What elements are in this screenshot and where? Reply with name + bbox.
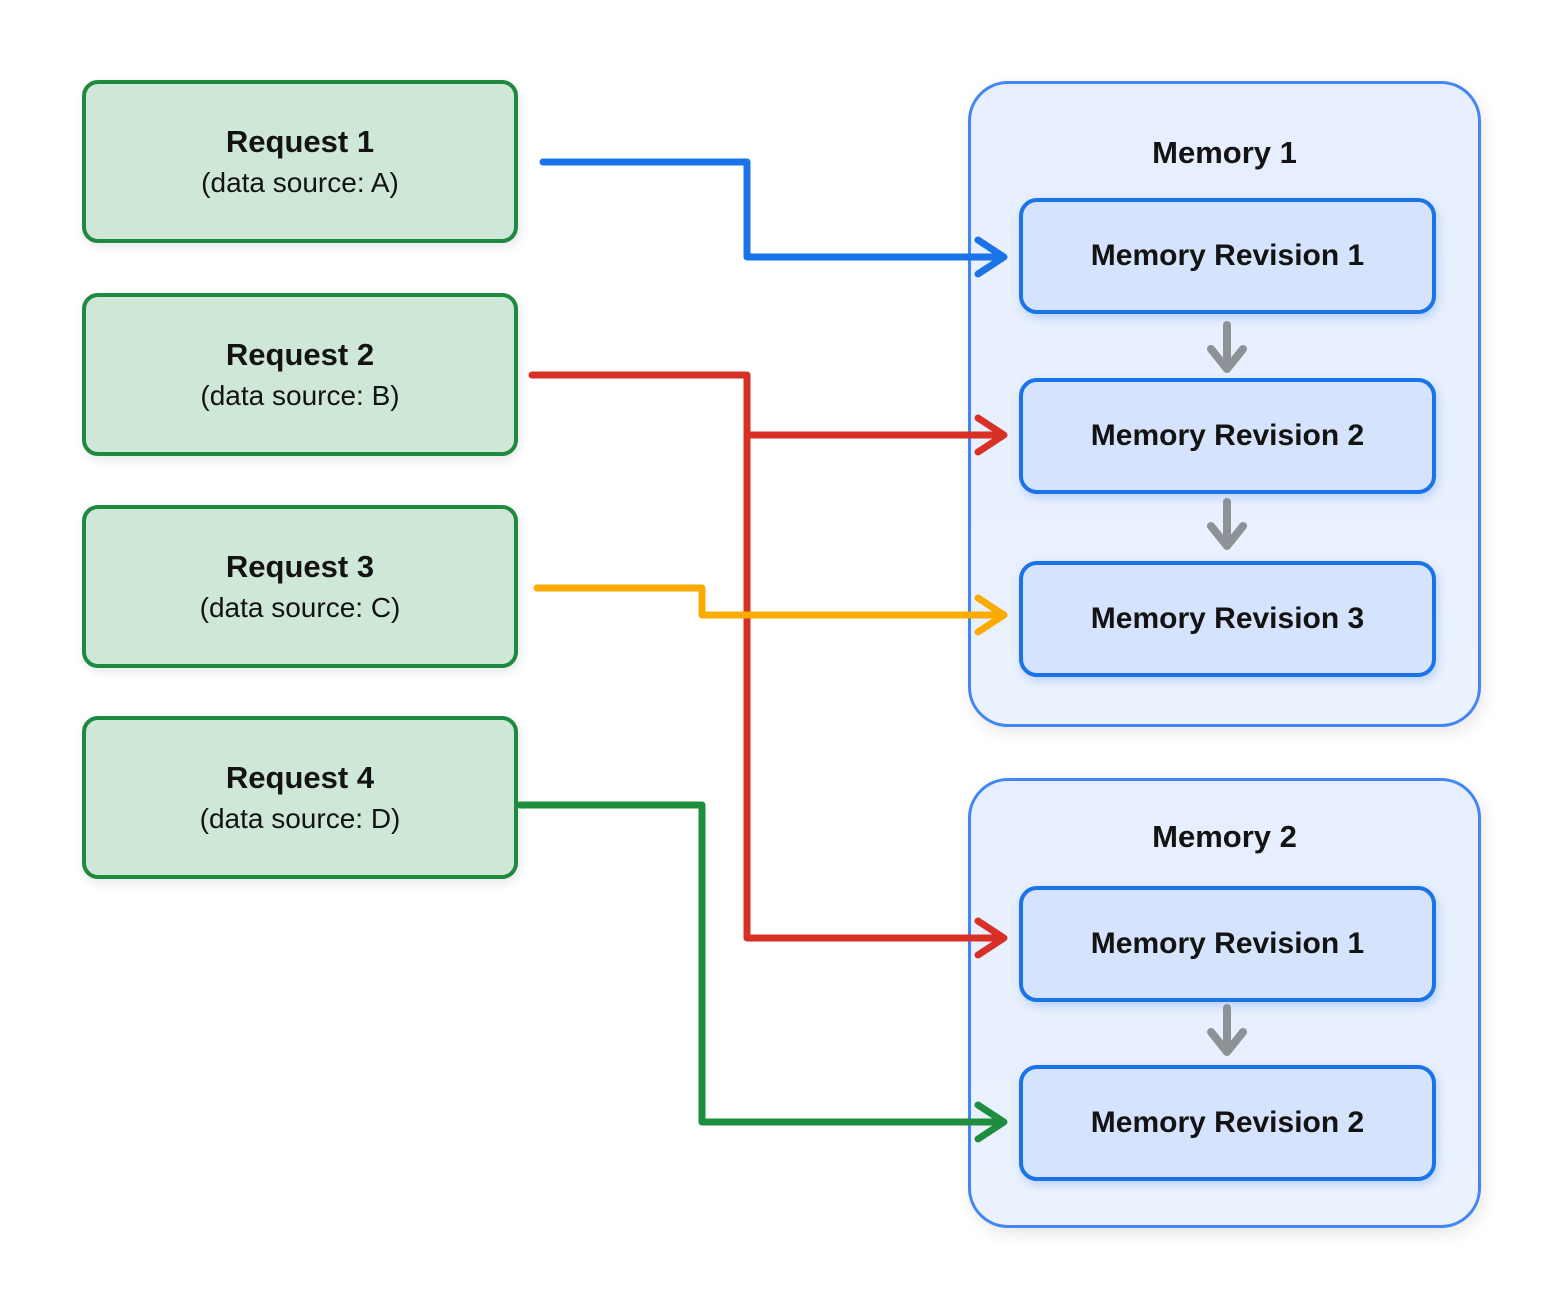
request-2-box: Request 2 (data source: B): [82, 293, 518, 456]
memory-1-revision-2-box: Memory Revision 2: [1019, 378, 1436, 494]
connector-request2-to-memory2-revision1: [528, 371, 1008, 959]
memory-1-title: Memory 1: [1152, 135, 1297, 170]
memory-1-revision-2-label: Memory Revision 2: [1090, 419, 1365, 452]
request-3-title: Request 3: [225, 549, 375, 585]
memory-1-group: Memory 1 Memory Revision 1 Memory Revisi…: [968, 81, 1481, 727]
memory-1-revision-1-label: Memory Revision 1: [1090, 239, 1365, 272]
request-1-title: Request 1: [225, 124, 375, 160]
request-1-subtitle: (data source: A): [201, 166, 399, 198]
memory-1-revision-3-box: Memory Revision 3: [1019, 561, 1436, 677]
down-arrow-icon: [1207, 498, 1247, 550]
request-1-box: Request 1 (data source: A): [82, 80, 518, 243]
request-3-box: Request 3 (data source: C): [82, 505, 518, 668]
memory-1-revision-3-label: Memory Revision 3: [1090, 602, 1365, 635]
request-4-subtitle: (data source: D): [199, 802, 401, 834]
down-arrow-icon: [1207, 1004, 1247, 1056]
request-4-title: Request 4: [225, 760, 375, 796]
memory-2-group: Memory 2 Memory Revision 1 Memory Revisi…: [968, 778, 1481, 1228]
connector-request3-to-memory1-revision3: [533, 584, 1008, 636]
connector-request1-to-memory1-revision1: [539, 158, 1008, 278]
memory-2-revision-1-box: Memory Revision 1: [1019, 886, 1436, 1002]
request-3-subtitle: (data source: C): [199, 591, 401, 623]
memory-1-revision-1-box: Memory Revision 1: [1019, 198, 1436, 314]
down-arrow-icon: [1207, 321, 1247, 373]
memory-2-title: Memory 2: [1152, 819, 1297, 854]
request-2-title: Request 2: [225, 337, 375, 373]
memory-2-revision-1-label: Memory Revision 1: [1090, 927, 1365, 960]
request-4-box: Request 4 (data source: D): [82, 716, 518, 879]
connector-request2-to-memory1-revision2: [743, 414, 1008, 456]
request-2-subtitle: (data source: B): [200, 379, 400, 411]
connector-request4-to-memory2-revision2: [516, 801, 1008, 1143]
memory-2-revision-2-box: Memory Revision 2: [1019, 1065, 1436, 1181]
memory-2-revision-2-label: Memory Revision 2: [1090, 1106, 1365, 1139]
